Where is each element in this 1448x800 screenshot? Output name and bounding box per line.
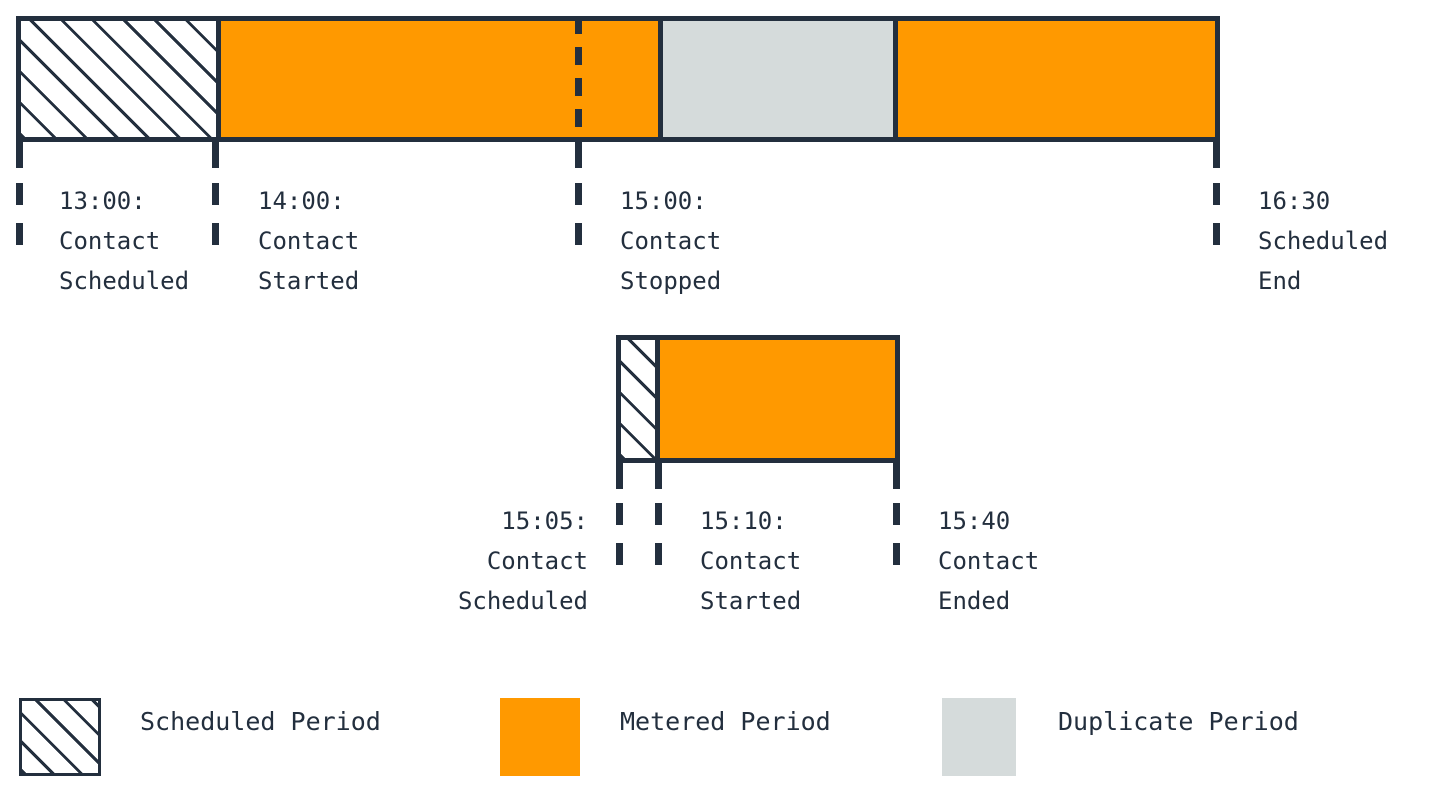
legend-swatch-metered-icon [500, 698, 580, 776]
tick-stem-16-30 [1213, 142, 1220, 168]
tick-dash-15-40-b [893, 543, 900, 565]
segment-duplicate-period [658, 21, 898, 137]
tick-dash-15-00-b [575, 223, 582, 245]
marker-time-13-00: 13:00: [59, 187, 146, 215]
marker-line1-15-05: Contact [486, 547, 588, 575]
segment-metered-period-1 [221, 21, 658, 137]
segment-scheduled-period [21, 21, 221, 137]
marker-line2-13-00: Scheduled [59, 267, 190, 295]
tick-dash-14-00-b [212, 223, 219, 245]
marker-line2-14-00: Started [258, 267, 360, 295]
marker-line1-16-30: Scheduled [1258, 227, 1389, 255]
marker-line1-15-40: Contact [938, 547, 1040, 575]
segment-metered-period-dup [660, 340, 895, 458]
marker-time-14-00: 14:00: [258, 187, 345, 215]
tick-stem-15-05 [616, 463, 623, 489]
marker-line1-13-00: Contact [59, 227, 161, 255]
legend-swatch-scheduled-icon [19, 698, 101, 776]
legend-swatch-duplicate-icon [942, 698, 1016, 776]
marker-time-15-40: 15:40 [938, 507, 1011, 535]
tick-dash-15-10-a [655, 503, 662, 525]
marker-label-14-00: 14:00: Contact Started [258, 181, 359, 301]
marker-line1-15-10: Contact [700, 547, 802, 575]
marker-time-15-00: 15:00: [620, 187, 707, 215]
tick-stem-15-40 [893, 463, 900, 489]
segment-metered-period-2 [898, 21, 1215, 137]
tick-dash-15-05-b [616, 543, 623, 565]
tick-dash-15-05-a [616, 503, 623, 525]
marker-line2-15-40: Ended [938, 587, 1011, 615]
marker-line2-16-30: End [1258, 267, 1302, 295]
tick-dash-13-00-a [16, 183, 23, 205]
tick-dash-16-30-a [1213, 183, 1220, 205]
tick-dash-15-00-a [575, 183, 582, 205]
marker-time-15-10: 15:10: [700, 507, 787, 535]
primary-contact-bar [16, 16, 1220, 142]
marker-line2-15-05: Scheduled [457, 587, 588, 615]
tick-stem-15-10 [655, 463, 662, 489]
tick-stem-14-00 [212, 142, 219, 168]
segment-scheduled-period-dup [621, 340, 660, 458]
duplicate-contact-bar [616, 335, 900, 463]
marker-time-15-05: 15:05: [501, 507, 588, 535]
legend-label-metered: Metered Period [620, 707, 831, 736]
marker-label-15-10: 15:10: Contact Started [700, 501, 801, 621]
tick-stem-13-00 [16, 142, 23, 168]
tick-dash-15-10-b [655, 543, 662, 565]
marker-line2-15-10: Started [700, 587, 802, 615]
marker-line2-15-00: Stopped [620, 267, 722, 295]
marker-line1-14-00: Contact [258, 227, 360, 255]
tick-dash-14-00-a [212, 183, 219, 205]
tick-stem-15-00 [575, 142, 582, 168]
legend-label-scheduled: Scheduled Period [140, 707, 381, 736]
marker-label-15-40: 15:40 Contact Ended [938, 501, 1039, 621]
tick-dash-13-00-b [16, 223, 23, 245]
marker-line1-15-00: Contact [620, 227, 722, 255]
marker-time-16-30: 16:30 [1258, 187, 1331, 215]
contact-stopped-dashed-marker [575, 16, 582, 142]
marker-label-13-00: 13:00: Contact Scheduled [59, 181, 189, 301]
marker-label-16-30: 16:30 Scheduled End [1258, 181, 1388, 301]
legend-label-duplicate: Duplicate Period [1058, 707, 1299, 736]
tick-dash-16-30-b [1213, 223, 1220, 245]
tick-dash-15-40-a [893, 503, 900, 525]
marker-label-15-05: 15:05: Contact Scheduled [330, 501, 588, 621]
marker-label-15-00: 15:00: Contact Stopped [620, 181, 721, 301]
